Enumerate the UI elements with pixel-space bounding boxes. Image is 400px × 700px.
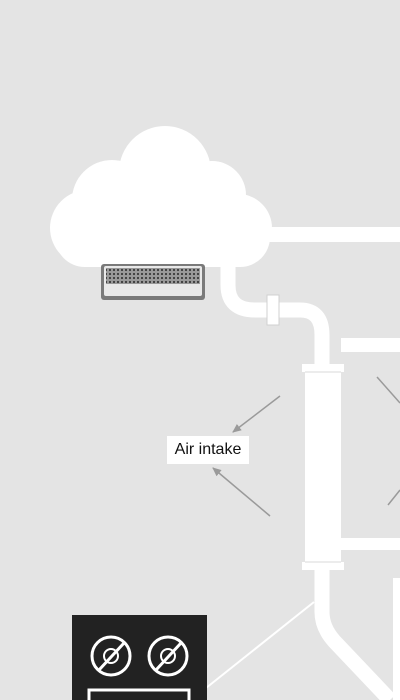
connector-line xyxy=(195,601,315,697)
air-filter-icon xyxy=(101,264,205,300)
arrow-right-upper xyxy=(376,376,400,404)
fan-icon xyxy=(147,635,189,677)
arrow-right-lower xyxy=(387,489,400,506)
outlet-pipe xyxy=(314,570,396,700)
cloud-icon xyxy=(50,126,272,267)
right-edge-pipe xyxy=(393,578,400,700)
filter-column xyxy=(302,364,344,570)
air-intake-label: Air intake xyxy=(167,436,249,464)
top-pipe xyxy=(262,227,400,242)
arrow-lower xyxy=(212,467,271,517)
airflow-arrows xyxy=(212,376,400,517)
fan-unit-panel xyxy=(87,688,191,700)
right-frame xyxy=(341,338,400,550)
fan-icon xyxy=(90,635,132,677)
arrow-upper xyxy=(232,395,281,433)
pipe-coupler xyxy=(266,294,280,326)
fan-unit xyxy=(72,615,207,700)
